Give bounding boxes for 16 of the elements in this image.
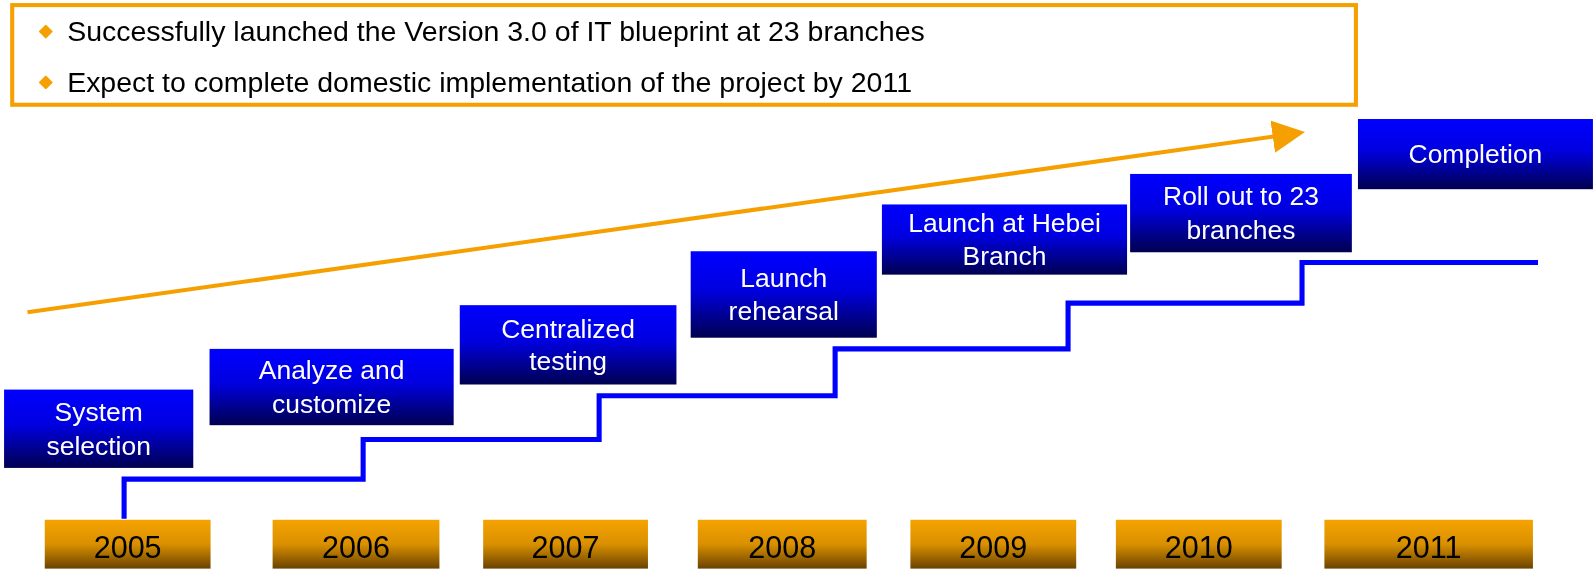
year-box: 2005	[44, 519, 211, 569]
year-box: 2011	[1324, 519, 1533, 569]
milestone-box: Analyze and customize	[209, 348, 454, 426]
milestone-box: Launch at Hebei Branch	[881, 204, 1128, 275]
year-box: 2009	[910, 519, 1077, 569]
year-box: 2007	[483, 519, 648, 569]
milestone-box: Centralized testing	[459, 305, 677, 385]
year-box: 2006	[272, 519, 440, 569]
bullet-text: Expect to complete domestic implementation of the project by 2011	[67, 66, 912, 99]
milestone-box: Completion	[1357, 119, 1593, 190]
year-box: 2010	[1115, 519, 1282, 569]
milestone-box: Launch rehearsal	[690, 251, 877, 338]
milestone-box: Roll out to 23 branches	[1130, 173, 1352, 253]
year-box: 2008	[697, 519, 867, 569]
milestone-box: System selection	[4, 389, 194, 468]
bullet-text: Successfully launched the Version 3.0 of IT blueprint at 23 branches	[67, 15, 925, 48]
